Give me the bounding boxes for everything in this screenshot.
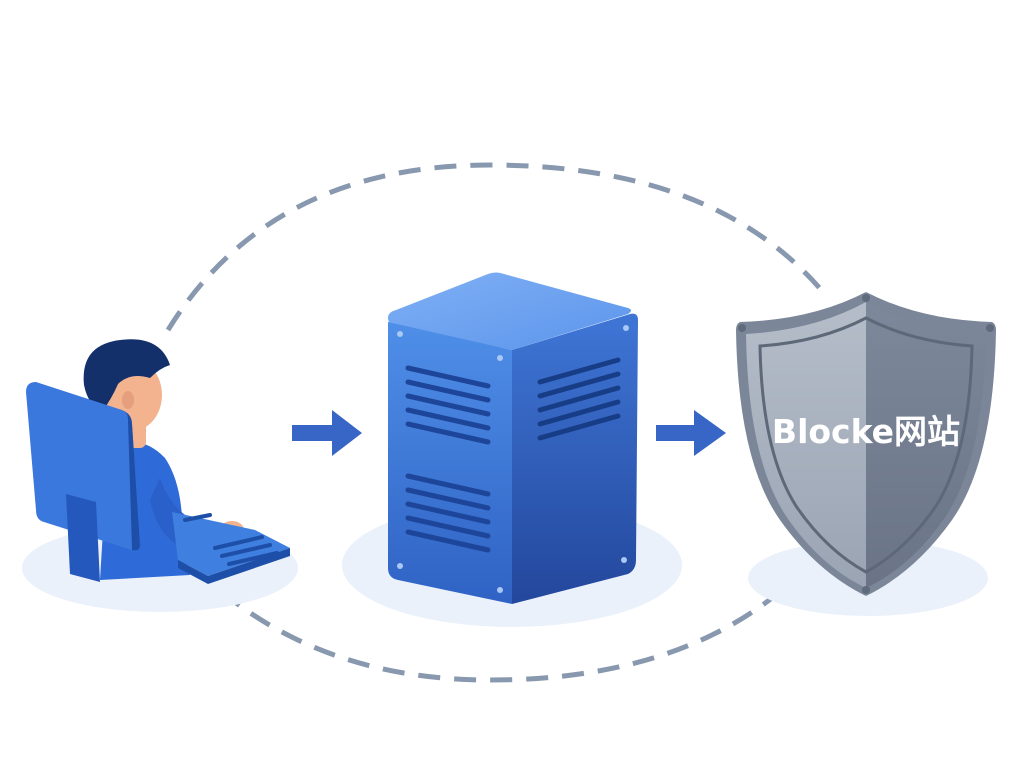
server-side-vents: [537, 357, 621, 441]
server-icon: [388, 272, 638, 604]
server-front-vents-lower: [405, 473, 491, 553]
monitor-rim: [122, 410, 140, 551]
server-top: [388, 272, 631, 350]
server-screws: [397, 325, 629, 593]
arrow-right-icon: [656, 410, 726, 456]
monitor-screen: [26, 382, 140, 551]
server-front-vents-upper: [405, 365, 491, 445]
user-at-computer-icon: [26, 339, 290, 584]
user-hair: [83, 339, 170, 412]
server-front: [388, 322, 512, 604]
keyboard-edge: [178, 548, 290, 584]
keyboard-keys: [183, 513, 279, 566]
shield-icon: Blocke网站: [736, 292, 996, 596]
monitor-stand: [66, 494, 100, 582]
shield-left: [746, 302, 866, 588]
user-ear: [122, 391, 134, 409]
dashed-path-bottom: [220, 560, 814, 683]
shield-label: Blocke网站: [772, 412, 960, 451]
arrow-right-icon: [292, 410, 362, 456]
shield-rivets: [738, 294, 994, 594]
shield-right: [866, 302, 986, 588]
server-side: [512, 313, 638, 604]
dashed-path-top: [165, 162, 830, 332]
shield-inner-border: [758, 316, 974, 574]
